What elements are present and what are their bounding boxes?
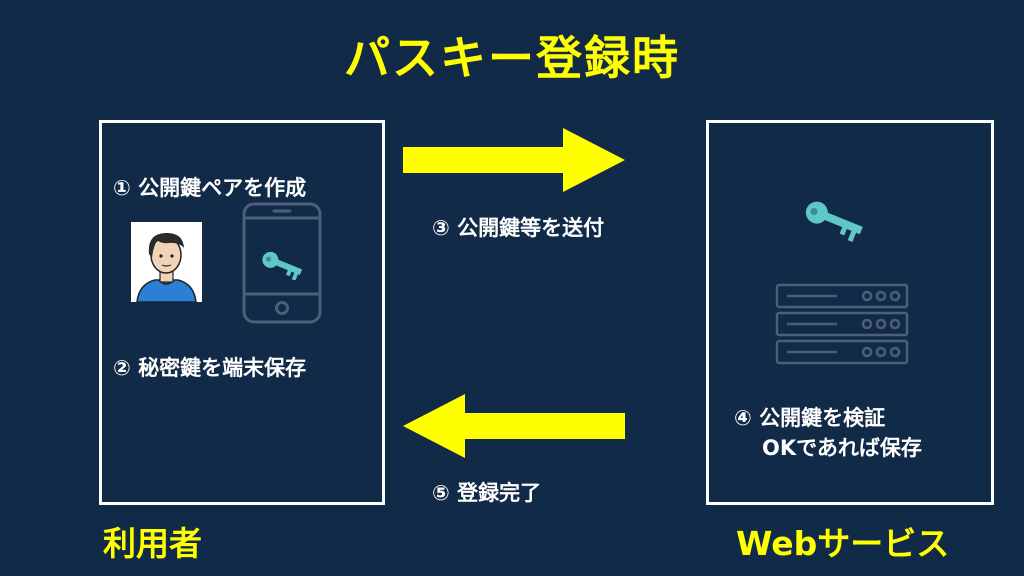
- step3-text: ③ 公開鍵等を送付: [432, 216, 605, 240]
- server-icon: [775, 283, 909, 365]
- arrow-left-icon: [403, 394, 625, 458]
- smartphone-icon: [242, 202, 322, 324]
- key-icon: [262, 252, 303, 280]
- step4-text-line2: OKであれば保存: [762, 436, 922, 460]
- step2-text: ② 秘密鍵を端末保存: [113, 356, 307, 380]
- diagram-title: パスキー登録時: [344, 31, 680, 85]
- person-avatar-icon: [131, 222, 202, 302]
- step1-text: ① 公開鍵ペアを作成: [113, 176, 307, 200]
- arrow-right-icon: [403, 128, 625, 192]
- step5-text: ⑤ 登録完了: [432, 481, 542, 505]
- step4-text-line1: ④ 公開鍵を検証: [734, 406, 886, 430]
- key-icon: [805, 201, 863, 242]
- user-box: [99, 120, 385, 505]
- web-service-label: Webサービス: [736, 524, 950, 563]
- user-label: 利用者: [103, 524, 202, 563]
- web-service-box: [706, 120, 994, 505]
